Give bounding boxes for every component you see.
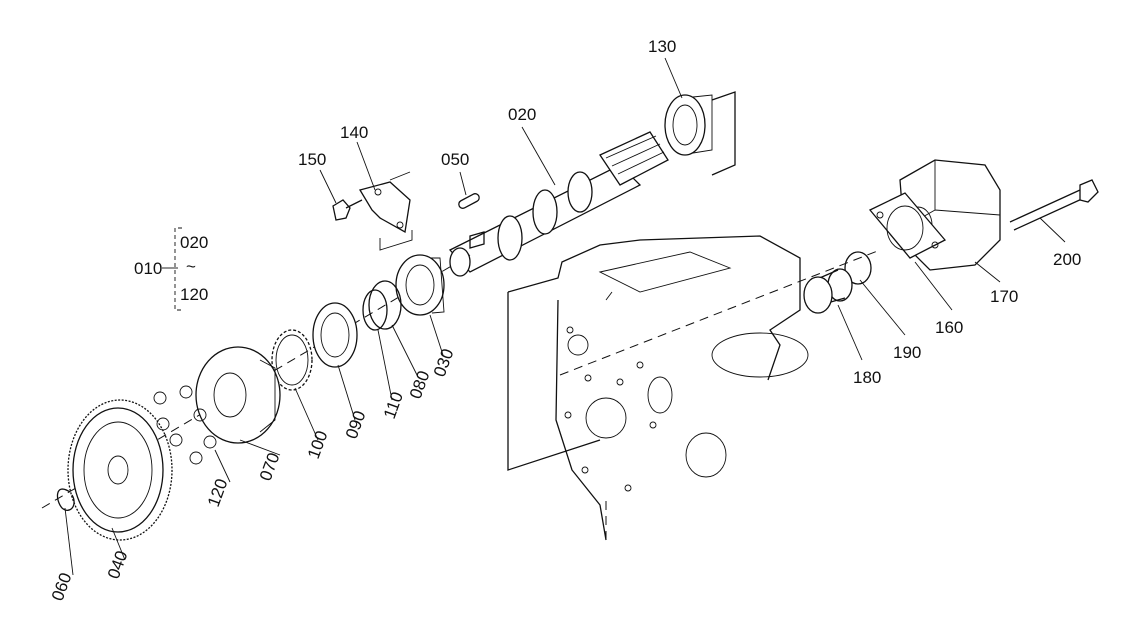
- label-010: 010: [134, 259, 162, 278]
- label-040: 040: [104, 548, 132, 581]
- oil-seal-090: [312, 302, 358, 368]
- label-090: 090: [342, 408, 370, 441]
- label-170: 170: [990, 287, 1018, 306]
- label-140: 140: [340, 123, 368, 142]
- bolt-150: [332, 199, 363, 221]
- label-150: 150: [298, 150, 326, 169]
- camshaft-020: [448, 131, 669, 277]
- label-group-to: 120: [180, 285, 208, 304]
- ball-ring-100: [271, 329, 313, 391]
- group-bracket-010: [174, 227, 182, 311]
- label-050: 050: [441, 150, 469, 169]
- snap-ring-080: [368, 280, 402, 330]
- o-ring-190: [844, 251, 872, 285]
- label-group-from: 020: [180, 233, 208, 252]
- label-100: 100: [304, 428, 332, 461]
- label-160: 160: [935, 318, 963, 337]
- label-190: 190: [893, 343, 921, 362]
- label-130: 130: [648, 37, 676, 56]
- snap-ring-110: [362, 289, 388, 331]
- label-200: 200: [1053, 250, 1081, 269]
- bearing-130: [664, 94, 713, 156]
- pump-axis-line: [559, 249, 881, 376]
- flange-plate-160: [868, 192, 947, 259]
- gear-040: [67, 399, 173, 541]
- circlip-060: [56, 488, 75, 511]
- label-030: 030: [430, 346, 458, 379]
- label-020: 020: [508, 105, 536, 124]
- label-180: 180: [853, 368, 881, 387]
- bolt-200: [1009, 179, 1099, 231]
- gear-case-housing: [507, 235, 809, 541]
- bearing-130-frame: [711, 91, 736, 176]
- bearing-030: [395, 254, 445, 316]
- bracket-140: [358, 171, 413, 251]
- leader-lines: [64, 57, 1066, 576]
- part-labels: 130 020 050 140 150 010 020 ~ 120 200 17…: [48, 37, 1081, 603]
- bushing-180: [803, 268, 853, 314]
- key-050: [458, 193, 480, 209]
- label-120: 120: [204, 476, 232, 509]
- collar-070: [195, 346, 281, 444]
- label-060: 060: [48, 570, 76, 603]
- label-110: 110: [380, 389, 407, 421]
- label-group-tilde: ~: [186, 257, 196, 276]
- balls-120: [153, 385, 217, 465]
